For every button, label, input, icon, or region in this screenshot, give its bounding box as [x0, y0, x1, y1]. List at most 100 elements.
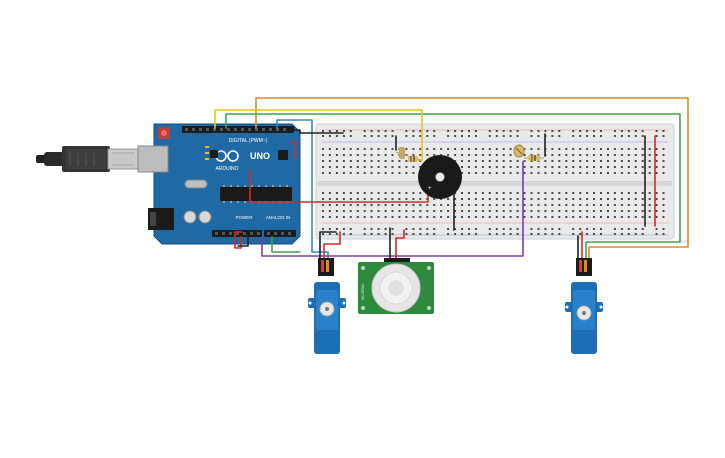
breadboard-hole[interactable] [565, 172, 568, 174]
breadboard-hole[interactable] [627, 192, 630, 194]
breadboard-hole[interactable] [488, 216, 491, 218]
breadboard-hole[interactable] [565, 154, 568, 156]
breadboard-hole[interactable] [544, 210, 547, 212]
breadboard-hole[interactable] [634, 160, 637, 162]
breadboard-hole[interactable] [537, 216, 540, 218]
breadboard-hole[interactable] [349, 166, 352, 168]
breadboard-hole[interactable] [495, 154, 498, 156]
breadboard-hole[interactable] [551, 160, 554, 162]
breadboard-hole[interactable] [447, 130, 450, 132]
usb-port[interactable] [137, 145, 169, 173]
breadboard-hole[interactable] [474, 154, 477, 156]
breadboard-hole[interactable] [454, 135, 457, 137]
breadboard-hole[interactable] [468, 228, 470, 230]
breadboard-hole[interactable] [502, 160, 505, 162]
breadboard-hole[interactable] [412, 166, 415, 168]
breadboard-hole[interactable] [600, 228, 602, 230]
breadboard-hole[interactable] [461, 148, 463, 150]
breadboard-hole[interactable] [377, 166, 380, 168]
pir-motion-sensor[interactable]: HC-SR501 [358, 258, 434, 314]
breadboard-hole[interactable] [572, 148, 575, 150]
breadboard-hole[interactable] [356, 198, 359, 200]
breadboard-hole[interactable] [419, 130, 422, 132]
breadboard-hole[interactable] [495, 192, 498, 194]
breadboard-hole[interactable] [516, 198, 519, 200]
breadboard-hole[interactable] [356, 204, 359, 206]
breadboard-hole[interactable] [363, 233, 366, 235]
breadboard-hole[interactable] [495, 210, 498, 212]
breadboard-hole[interactable] [530, 210, 533, 212]
breadboard-hole[interactable] [370, 166, 373, 168]
breadboard-hole[interactable] [607, 216, 609, 218]
breadboard-hole[interactable] [328, 148, 331, 150]
breadboard-hole[interactable] [377, 160, 380, 162]
breadboard-hole[interactable] [468, 172, 470, 174]
breadboard-hole[interactable] [405, 210, 408, 212]
breadboard-hole[interactable] [509, 135, 512, 137]
breadboard-hole[interactable] [600, 166, 602, 168]
breadboard-hole[interactable] [461, 154, 463, 156]
breadboard-hole[interactable] [426, 130, 429, 132]
breadboard-hole[interactable] [447, 233, 450, 235]
breadboard-hole[interactable] [322, 204, 324, 206]
breadboard-hole[interactable] [537, 160, 540, 162]
breadboard-hole[interactable] [613, 166, 616, 168]
breadboard-hole[interactable] [335, 198, 338, 200]
breadboard-hole[interactable] [502, 135, 505, 137]
breadboard-hole[interactable] [558, 166, 561, 168]
breadboard-hole[interactable] [363, 135, 366, 137]
breadboard-hole[interactable] [370, 210, 373, 212]
breadboard-hole[interactable] [662, 228, 665, 230]
breadboard-hole[interactable] [495, 148, 498, 150]
breadboard-hole[interactable] [391, 198, 394, 200]
breadboard-hole[interactable] [662, 172, 665, 174]
breadboard-hole[interactable] [586, 210, 589, 212]
breadboard-hole[interactable] [600, 192, 602, 194]
breadboard-hole[interactable] [342, 228, 345, 230]
breadboard-hole[interactable] [544, 198, 547, 200]
breadboard-hole[interactable] [454, 154, 457, 156]
breadboard-hole[interactable] [509, 233, 512, 235]
breadboard-hole[interactable] [600, 216, 602, 218]
breadboard-hole[interactable] [322, 130, 324, 132]
breadboard-hole[interactable] [502, 172, 505, 174]
breadboard-hole[interactable] [544, 192, 547, 194]
breadboard-hole[interactable] [419, 204, 422, 206]
breadboard-hole[interactable] [537, 154, 540, 156]
breadboard-hole[interactable] [641, 148, 644, 150]
breadboard-hole[interactable] [641, 192, 644, 194]
breadboard-hole[interactable] [634, 154, 637, 156]
breadboard-hole[interactable] [572, 154, 575, 156]
breadboard-hole[interactable] [405, 228, 408, 230]
breadboard-hole[interactable] [342, 130, 345, 132]
breadboard-hole[interactable] [586, 135, 589, 137]
breadboard-hole[interactable] [634, 228, 637, 230]
breadboard-hole[interactable] [447, 148, 450, 150]
digital-header[interactable] [182, 126, 294, 133]
breadboard-hole[interactable] [356, 148, 359, 150]
breadboard-hole[interactable] [579, 192, 582, 194]
breadboard-hole[interactable] [322, 154, 324, 156]
breadboard-hole[interactable] [551, 166, 554, 168]
breadboard-hole[interactable] [481, 166, 484, 168]
breadboard-hole[interactable] [600, 160, 602, 162]
breadboard-hole[interactable] [516, 135, 519, 137]
breadboard-hole[interactable] [586, 204, 589, 206]
breadboard-hole[interactable] [558, 154, 561, 156]
breadboard-hole[interactable] [405, 198, 408, 200]
breadboard-hole[interactable] [551, 233, 554, 235]
breadboard-hole[interactable] [461, 233, 463, 235]
breadboard-hole[interactable] [426, 148, 429, 150]
breadboard-hole[interactable] [370, 233, 373, 235]
breadboard-hole[interactable] [377, 204, 380, 206]
breadboard-hole[interactable] [370, 160, 373, 162]
breadboard-hole[interactable] [370, 148, 373, 150]
breadboard-hole[interactable] [468, 216, 470, 218]
breadboard-hole[interactable] [356, 192, 359, 194]
breadboard-hole[interactable] [627, 204, 630, 206]
breadboard-hole[interactable] [412, 198, 415, 200]
breadboard-hole[interactable] [586, 172, 589, 174]
breadboard-hole[interactable] [412, 130, 415, 132]
breadboard-hole[interactable] [370, 228, 373, 230]
breadboard-hole[interactable] [655, 233, 658, 235]
